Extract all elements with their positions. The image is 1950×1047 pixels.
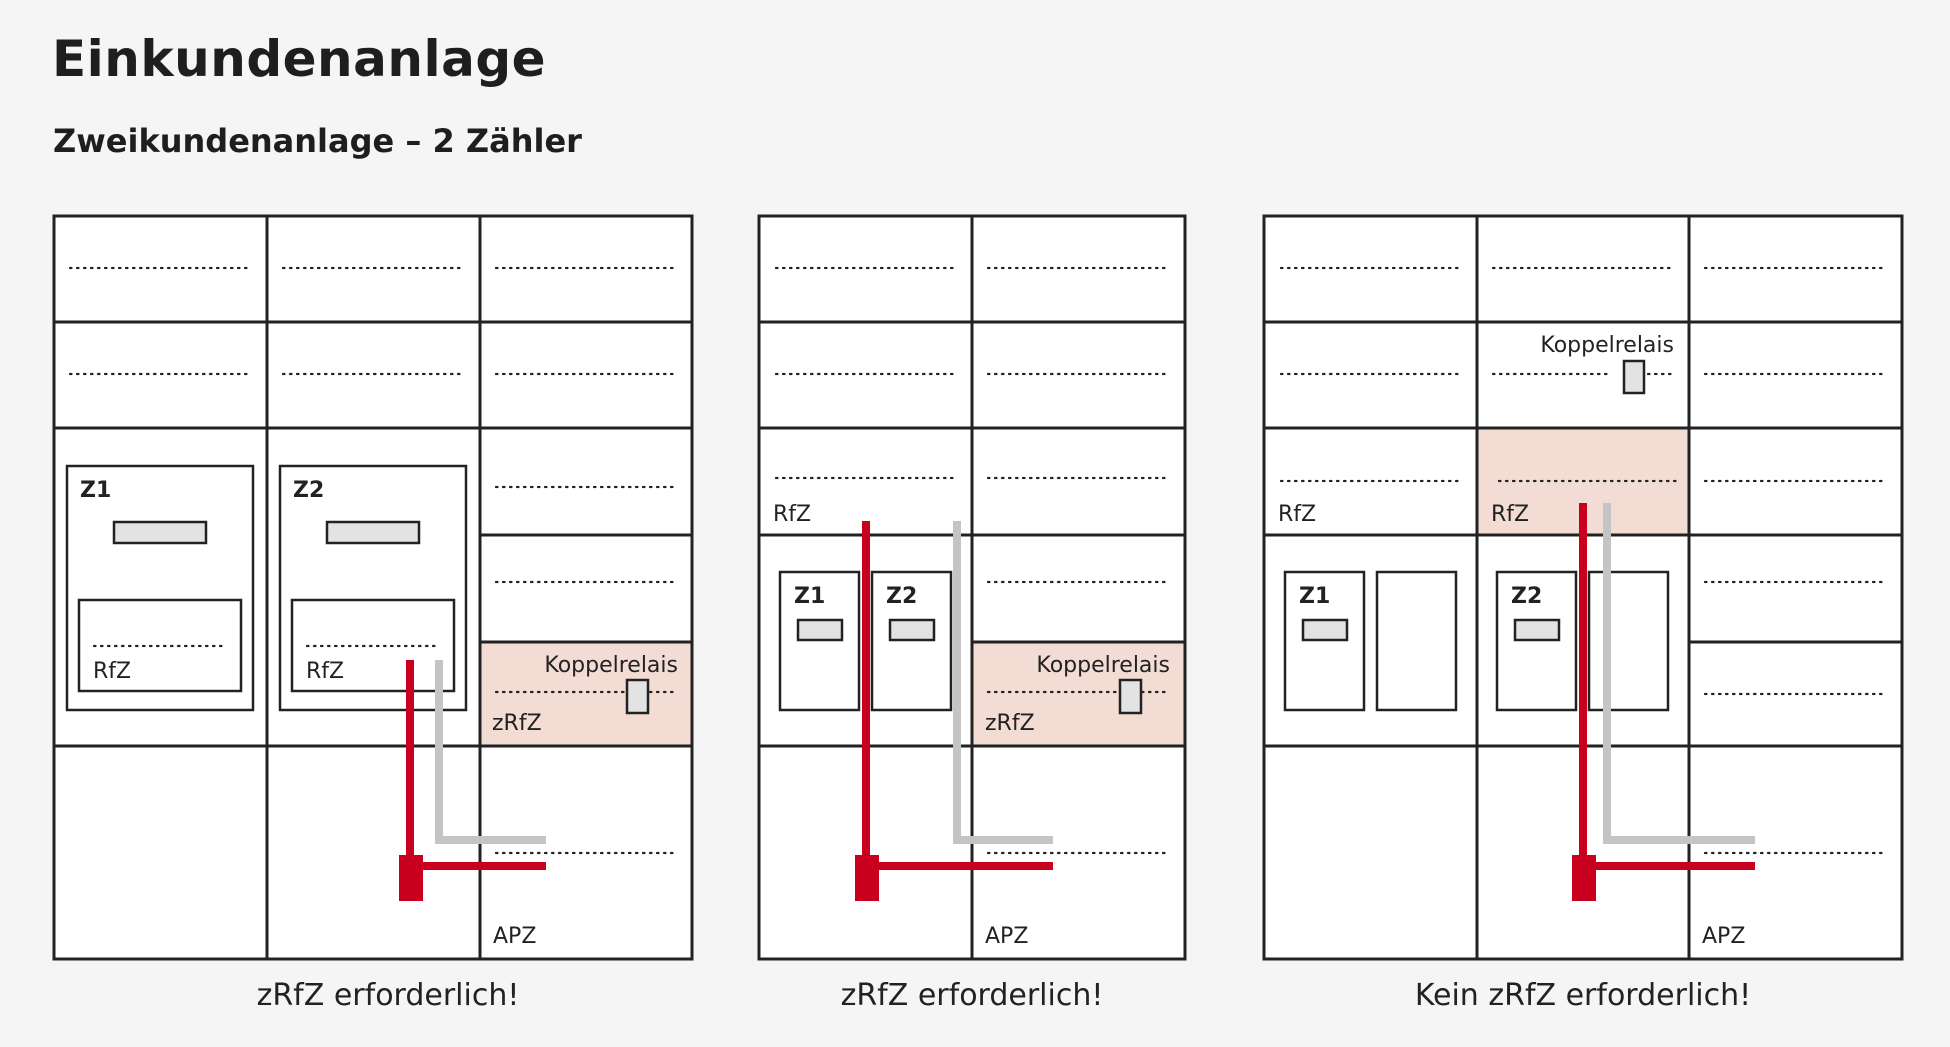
rfz-label: RfZ [773, 502, 811, 527]
koppelrelais-device [625, 678, 650, 715]
panel-2-frame [757, 214, 1187, 961]
z1-label: Z1 [1299, 584, 1330, 609]
z2-label: Z2 [1511, 584, 1542, 609]
cabinet-background [54, 216, 692, 959]
apz-label: APZ [985, 924, 1028, 949]
panel-2: RfZ Z1 Z2 Koppelrelais zRfZ APZ zRfZ erf… [757, 214, 1187, 1013]
rfz-label: RfZ [1491, 502, 1529, 527]
panel-3-terminal-rows [1279, 266, 1889, 855]
panel-2-cables [855, 521, 1053, 901]
panel-1-frame [52, 214, 694, 961]
z2-label: Z2 [886, 584, 917, 609]
apz-label: APZ [1702, 924, 1745, 949]
z1-label: Z1 [794, 584, 825, 609]
koppelrelais-device [1118, 678, 1143, 715]
koppelrelais-device [1622, 359, 1646, 395]
panel-1: Z1 RfZ Z2 RfZ Koppelrelais zRfZ APZ [52, 214, 694, 1013]
rfz-label: RfZ [93, 659, 131, 684]
panel-3-cables [1572, 503, 1755, 901]
panel-3-meter-z2: Z2 [1495, 570, 1670, 712]
rfz-label: RfZ [1278, 502, 1316, 527]
panel-3-meter-z1: Z1 [1283, 570, 1458, 712]
apz-label: APZ [493, 924, 536, 949]
koppelrelais-label: Koppelrelais [544, 653, 678, 678]
z2-label: Z2 [293, 478, 324, 503]
panel-1-terminal-rows [68, 266, 679, 855]
koppelrelais-label: Koppelrelais [1540, 333, 1674, 358]
panel-1-caption: zRfZ erforderlich! [257, 978, 520, 1013]
koppelrelais-label: Koppelrelais [1036, 653, 1170, 678]
page-title: Einkundenanlage [52, 30, 547, 88]
zrfz-label: zRfZ [985, 711, 1035, 736]
panel-1-cables [399, 660, 546, 901]
panel-3-frame [1262, 214, 1904, 961]
panel-3: Koppelrelais RfZ RfZ Z1 Z2 APZ Kein z [1262, 214, 1904, 1013]
panel-2-meter-z2: Z2 [870, 570, 953, 712]
panel-2-zrfz-highlight [972, 642, 1185, 746]
panel-2-terminal-rows [774, 266, 1172, 855]
z1-label: Z1 [80, 478, 111, 503]
panel-3-caption: Kein zRfZ erforderlich! [1415, 978, 1751, 1013]
panel-1-zrfz-highlight [480, 642, 692, 746]
page-subtitle: Zweikundenanlage – 2 Zähler [53, 122, 582, 160]
panel-1-meter-z1: Z1 RfZ [65, 464, 255, 712]
zrfz-label: zRfZ [492, 711, 542, 736]
panel-2-meter-z1: Z1 [778, 570, 861, 712]
rfz-label: RfZ [306, 659, 344, 684]
panel-2-caption: zRfZ erforderlich! [841, 978, 1104, 1013]
panel-1-meter-z2: Z2 RfZ [278, 464, 468, 712]
